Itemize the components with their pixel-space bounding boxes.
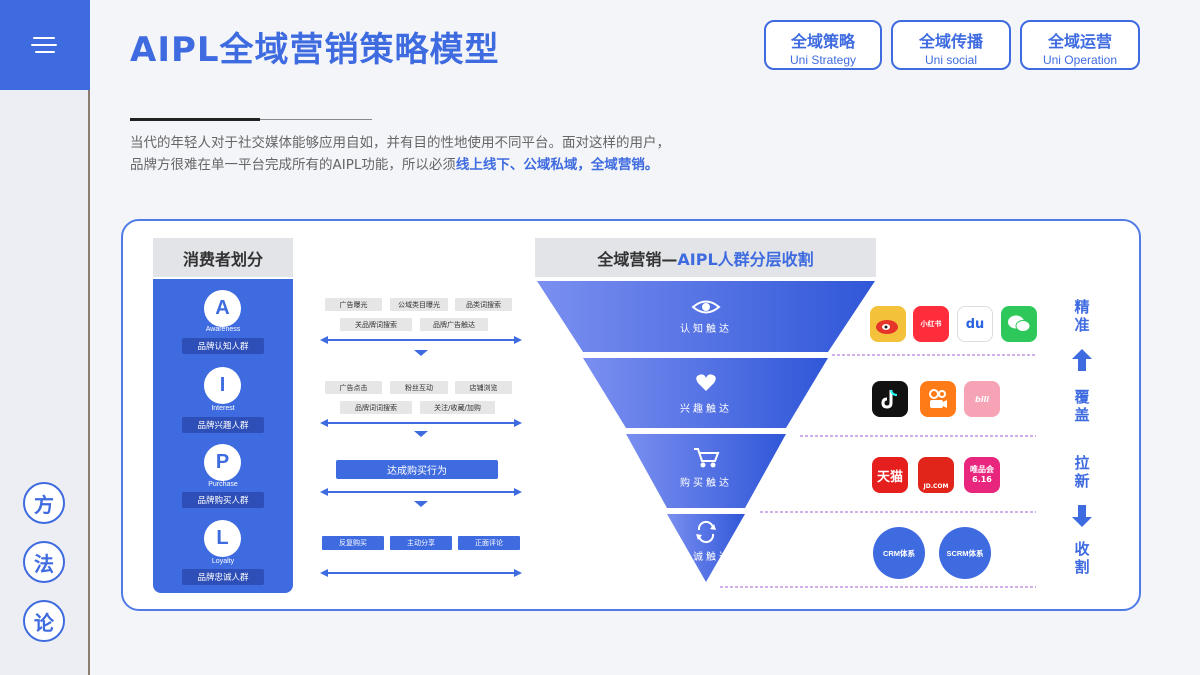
cart-icon bbox=[694, 448, 720, 468]
eye-icon bbox=[691, 300, 721, 314]
stage-pill: 品牌忠诚人群 bbox=[182, 569, 264, 585]
action-chip: 广告曝光 bbox=[325, 298, 382, 311]
double-arrow-interest bbox=[320, 419, 522, 427]
side-label-char: 新 bbox=[1074, 472, 1090, 490]
intro-line-2: 品牌方很难在单一平台完成所有的AIPL功能，所以必须线上线下、公域私域，全域营销… bbox=[130, 154, 770, 176]
scrm-badge: SCRM体系 bbox=[939, 527, 991, 579]
jd-icon[interactable]: JD.COM bbox=[918, 457, 954, 493]
side-label-char: 精 bbox=[1074, 298, 1090, 316]
chevron-down-icon bbox=[414, 501, 428, 507]
left-rail: 方 法 论 bbox=[0, 0, 90, 675]
chevron-down-icon bbox=[414, 350, 428, 356]
tag-zh: 全域策略 bbox=[790, 32, 855, 51]
action-chip: 广告点击 bbox=[325, 381, 382, 394]
side-label-char: 收 bbox=[1074, 540, 1090, 558]
side-label-char: 覆 bbox=[1074, 388, 1090, 406]
funnel-header-plain: 全域营销— bbox=[597, 249, 678, 269]
stage-letter: A bbox=[204, 290, 241, 327]
action-chip: 关注/收藏/加购 bbox=[420, 401, 495, 414]
stage-en: Purchase bbox=[208, 481, 238, 488]
funnel-level-awareness bbox=[537, 281, 875, 352]
funnel-label-purchase: 购买触达 bbox=[680, 478, 732, 489]
action-chip-purchase: 达成购买行为 bbox=[336, 460, 498, 479]
vipshop-icon[interactable]: 唯品会 6.16 bbox=[964, 457, 1000, 493]
method-char-2: 法 bbox=[23, 541, 65, 583]
double-arrow-awareness bbox=[320, 336, 522, 344]
action-chip: 公域类目曝光 bbox=[390, 298, 448, 311]
menu-icon bbox=[31, 35, 59, 55]
bilibili-icon[interactable]: bili bbox=[964, 381, 1000, 417]
xiaohongshu-icon[interactable]: 小红书 bbox=[913, 306, 949, 342]
intro-highlight: 线上线下、公域私域，全域营销。 bbox=[455, 157, 659, 173]
action-chip: 品牌词词搜索 bbox=[340, 401, 412, 414]
stage-pill: 品牌兴趣人群 bbox=[182, 417, 264, 433]
intro-line-1: 当代的年轻人对于社交媒体能够应用自如，并有目的性地使用不同平台。面对这样的用户， bbox=[130, 135, 670, 151]
crm-badge: CRM体系 bbox=[873, 527, 925, 579]
funnel-level-interest bbox=[583, 358, 828, 428]
weibo-icon[interactable] bbox=[870, 306, 906, 342]
tag-zh: 全域运营 bbox=[1047, 32, 1112, 51]
side-label-char: 拉 bbox=[1074, 454, 1090, 472]
funnel-label-awareness: 认知触达 bbox=[680, 324, 732, 335]
aipl-column: A Awareness 品牌认知人群 I Interest 品牌兴趣人群 P P… bbox=[153, 279, 293, 593]
refresh-icon bbox=[696, 520, 716, 544]
side-label-char: 割 bbox=[1074, 558, 1090, 576]
action-chip-loyalty: 反复购买 bbox=[322, 536, 384, 550]
method-char-1: 方 bbox=[23, 482, 65, 524]
tag-uni-operation[interactable]: 全域运营 Uni Operation bbox=[1020, 20, 1140, 70]
funnel-label-loyalty: 忠诚触达 bbox=[680, 552, 732, 563]
arrow-down-icon bbox=[1072, 505, 1092, 527]
stage-letter: L bbox=[204, 520, 241, 557]
arrow-up-icon bbox=[1072, 349, 1092, 371]
stage-en: Awareness bbox=[205, 326, 241, 333]
menu-button[interactable] bbox=[0, 0, 90, 90]
tag-uni-social[interactable]: 全域传播 Uni social bbox=[891, 20, 1011, 70]
action-chip: 品牌广告触达 bbox=[420, 318, 488, 331]
intro-line-2-plain: 品牌方很难在单一平台完成所有的AIPL功能，所以必须 bbox=[130, 157, 456, 173]
action-chip: 关品牌词搜索 bbox=[340, 318, 412, 331]
tag-uni-strategy[interactable]: 全域策略 Uni Strategy bbox=[764, 20, 882, 70]
double-arrow-loyalty bbox=[320, 569, 522, 577]
page-title: AIPL全域营销策略模型 bbox=[130, 30, 500, 70]
tag-en: Uni Operation bbox=[1042, 53, 1118, 67]
stage-pill: 品牌认知人群 bbox=[182, 338, 264, 354]
stage-letter: I bbox=[204, 367, 241, 404]
stage-letter: P bbox=[204, 444, 241, 481]
kuaishou-icon[interactable] bbox=[920, 381, 956, 417]
tiktok-icon[interactable] bbox=[872, 381, 908, 417]
intro-text: 当代的年轻人对于社交媒体能够应用自如，并有目的性地使用不同平台。面对这样的用户，… bbox=[130, 132, 770, 176]
chevron-down-icon bbox=[414, 431, 428, 437]
stage-en: Loyalty bbox=[211, 558, 235, 565]
baidu-icon[interactable]: du bbox=[957, 306, 993, 342]
funnel-header-highlight: AIPL人群分层收割 bbox=[677, 249, 814, 269]
funnel-level-loyalty bbox=[667, 514, 745, 582]
funnel-header: 全域营销—AIPL人群分层收割 bbox=[535, 238, 876, 277]
action-chip: 品类词搜索 bbox=[455, 298, 512, 311]
consumer-segment-header: 消费者划分 bbox=[153, 238, 293, 277]
heart-icon bbox=[696, 374, 716, 391]
tag-zh: 全域传播 bbox=[918, 32, 983, 51]
funnel-label-interest: 兴趣触达 bbox=[680, 404, 732, 415]
funnel-level-purchase bbox=[626, 434, 786, 508]
title-underline bbox=[130, 118, 260, 121]
action-chip: 粉丝互动 bbox=[390, 381, 448, 394]
title-underline-thin bbox=[260, 119, 372, 120]
action-chip-loyalty: 主动分享 bbox=[390, 536, 452, 550]
tag-en: Uni social bbox=[924, 53, 978, 67]
tmall-icon[interactable]: 天猫 bbox=[872, 457, 908, 493]
stage-en: Interest bbox=[211, 405, 235, 412]
side-label-char: 盖 bbox=[1074, 406, 1090, 424]
side-label-char: 准 bbox=[1074, 316, 1090, 334]
action-chip: 店铺浏览 bbox=[455, 381, 512, 394]
action-chip-loyalty: 正面评论 bbox=[458, 536, 520, 550]
wechat-icon[interactable] bbox=[1001, 306, 1037, 342]
method-char-3: 论 bbox=[23, 600, 65, 642]
double-arrow-purchase bbox=[320, 488, 522, 496]
tag-en: Uni Strategy bbox=[789, 53, 857, 67]
stage-pill: 品牌购买人群 bbox=[182, 492, 264, 508]
